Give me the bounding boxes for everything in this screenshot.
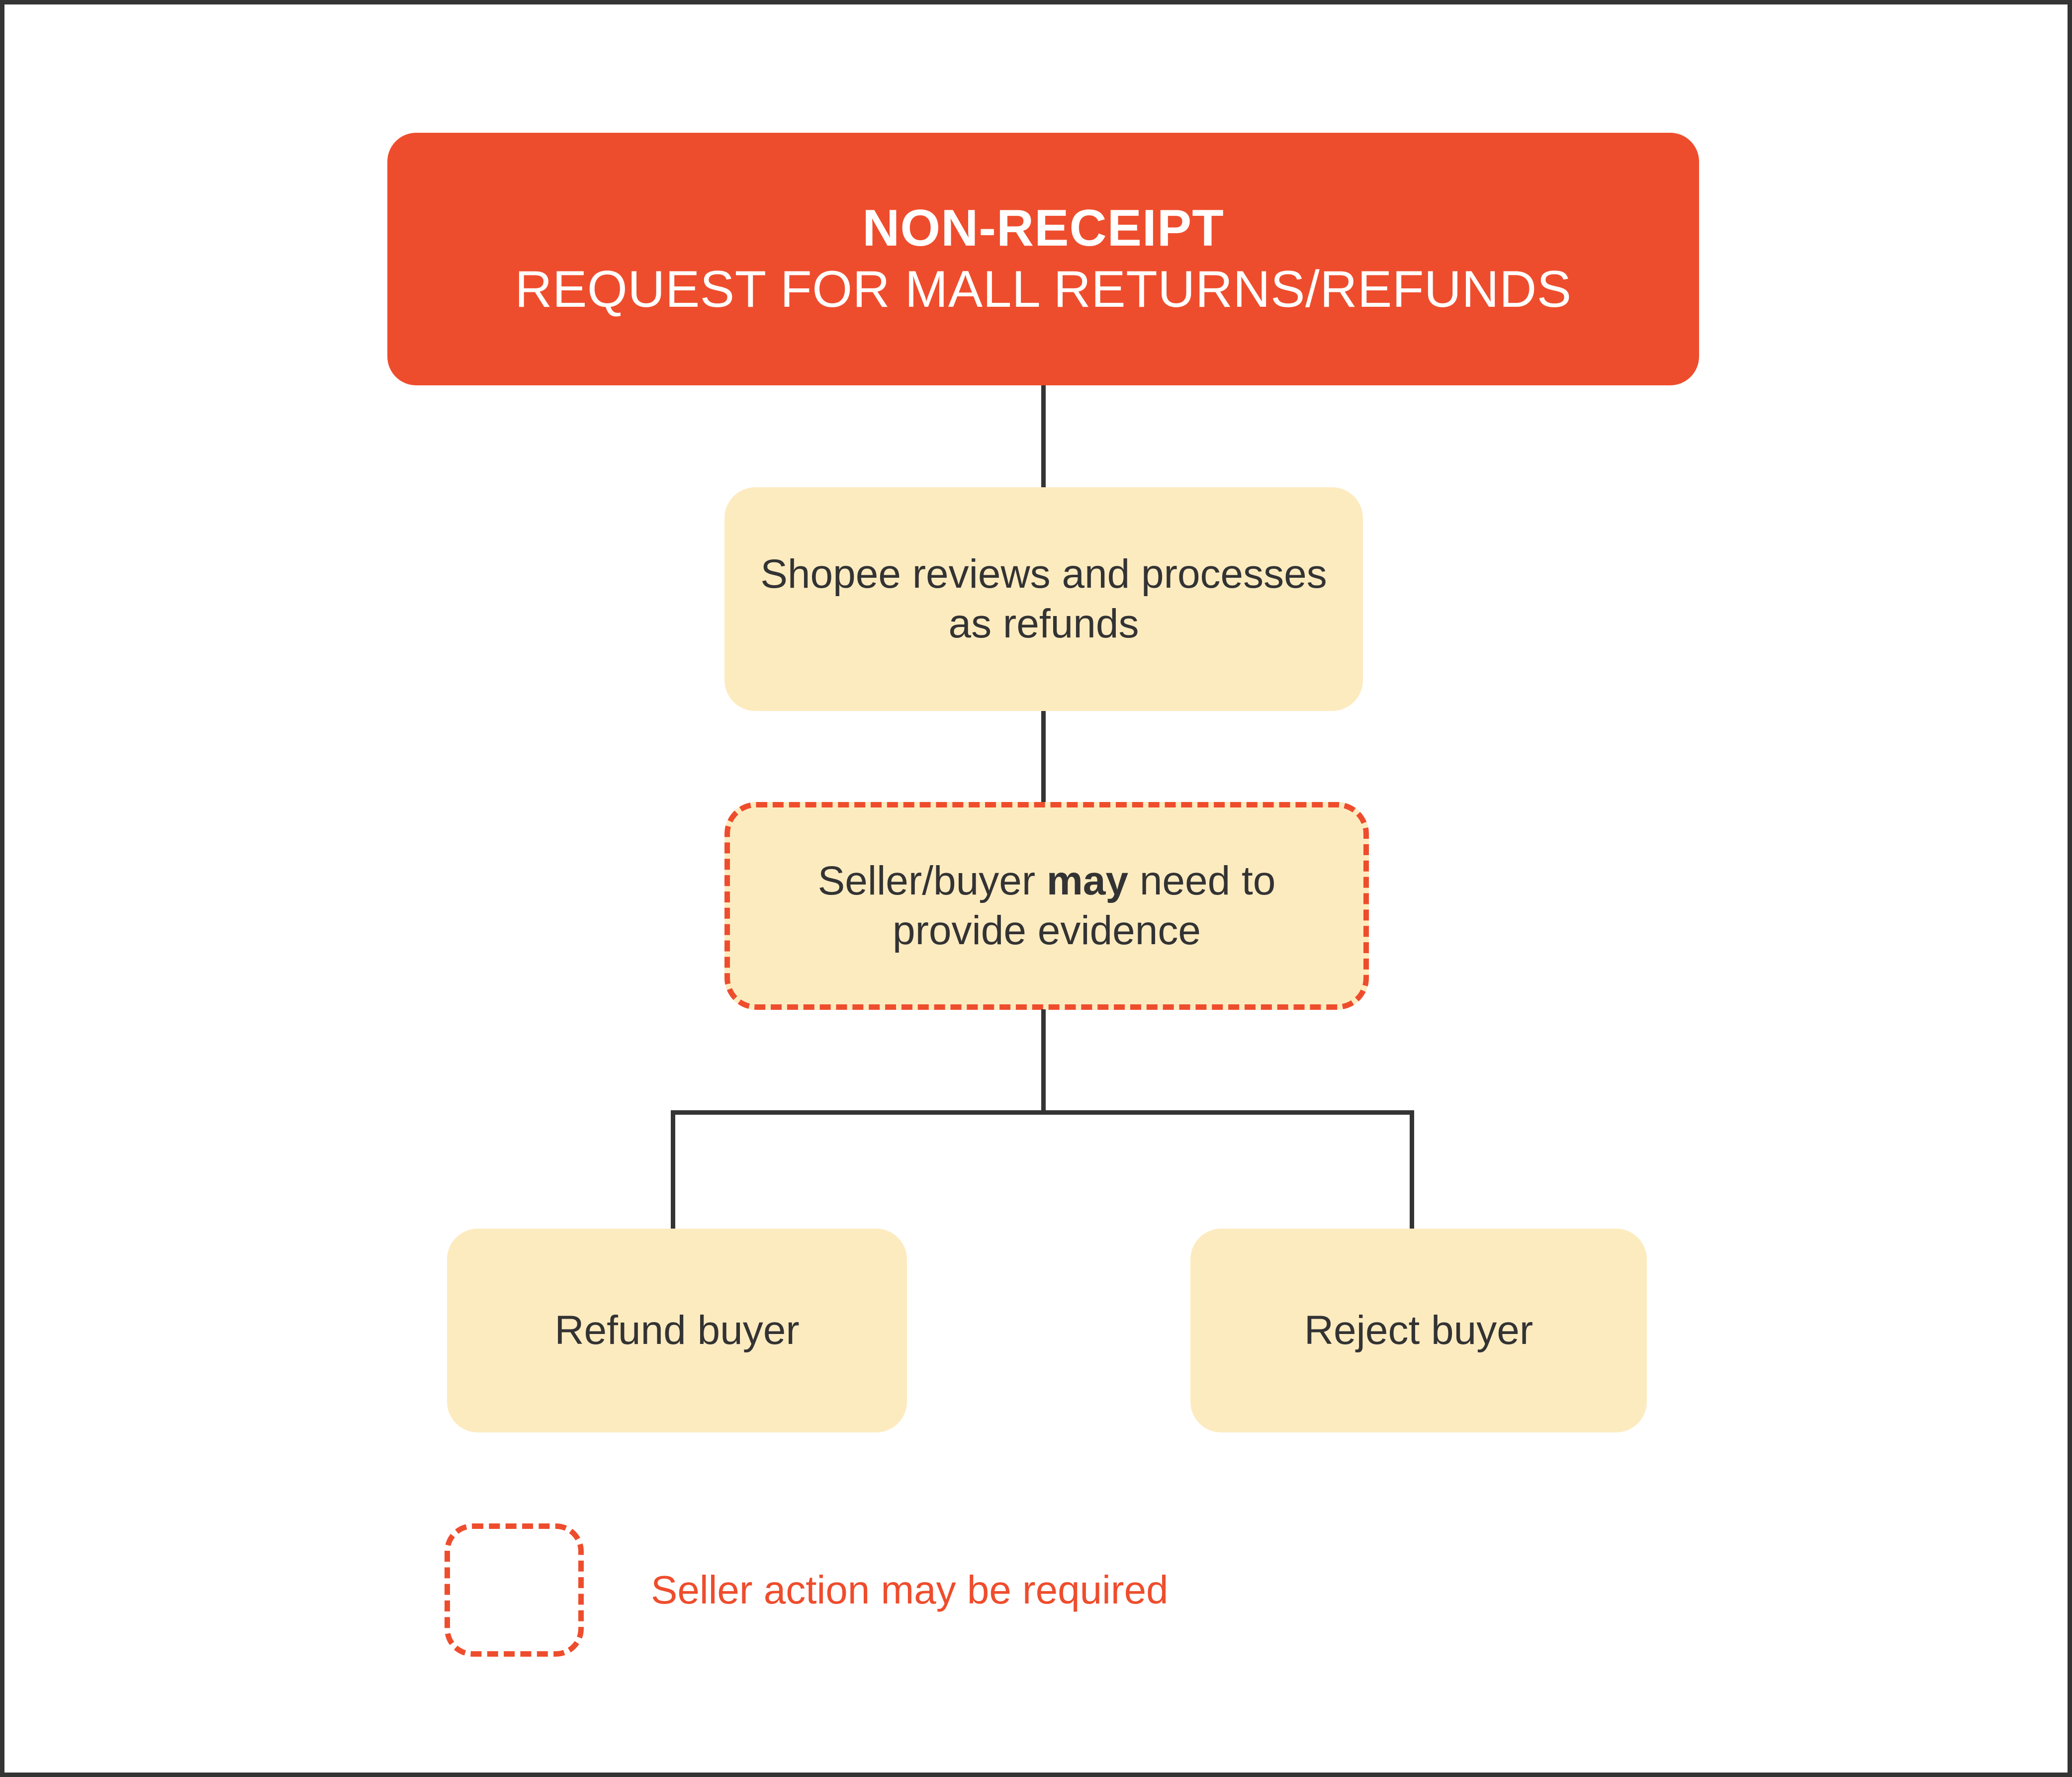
header-title-line1: NON-RECEIPT	[862, 199, 1224, 258]
connector-drop-to-refund	[671, 1110, 675, 1230]
evidence-text-emphasis: may	[1046, 858, 1129, 903]
connector-review-to-evidence	[1041, 711, 1046, 802]
legend-label: Seller action may be required	[651, 1568, 1169, 1612]
connector-header-to-review	[1041, 385, 1046, 488]
flow-node-reject-buyer[interactable]: Reject buyer	[1190, 1229, 1647, 1432]
flow-node-header[interactable]: NON-RECEIPT REQUEST FOR MALL RETURNS/REF…	[387, 133, 1699, 385]
flow-node-review-label: Shopee reviews and processes as refunds	[760, 551, 1327, 646]
flow-node-refund-buyer-label: Refund buyer	[554, 1307, 800, 1353]
flow-node-evidence[interactable]: Seller/buyer may need to provide evidenc…	[724, 802, 1369, 1010]
dashed-box-icon	[445, 1523, 584, 1657]
legend: Seller action may be required	[445, 1523, 1169, 1657]
evidence-text-part1: Seller/buyer	[817, 858, 1047, 903]
flow-node-reject-buyer-label: Reject buyer	[1304, 1307, 1533, 1353]
flow-node-evidence-label: Seller/buyer may need to provide evidenc…	[730, 856, 1363, 956]
connector-split-bar	[671, 1110, 1414, 1115]
header-title-line2: REQUEST FOR MALL RETURNS/REFUNDS	[515, 261, 1572, 318]
flow-node-refund-buyer[interactable]: Refund buyer	[447, 1229, 907, 1432]
flow-node-review[interactable]: Shopee reviews and processes as refunds	[724, 487, 1363, 711]
connector-drop-to-reject	[1410, 1110, 1414, 1230]
evidence-text-part2: need to provide evidence	[893, 858, 1276, 953]
connector-evidence-down	[1041, 1009, 1046, 1113]
